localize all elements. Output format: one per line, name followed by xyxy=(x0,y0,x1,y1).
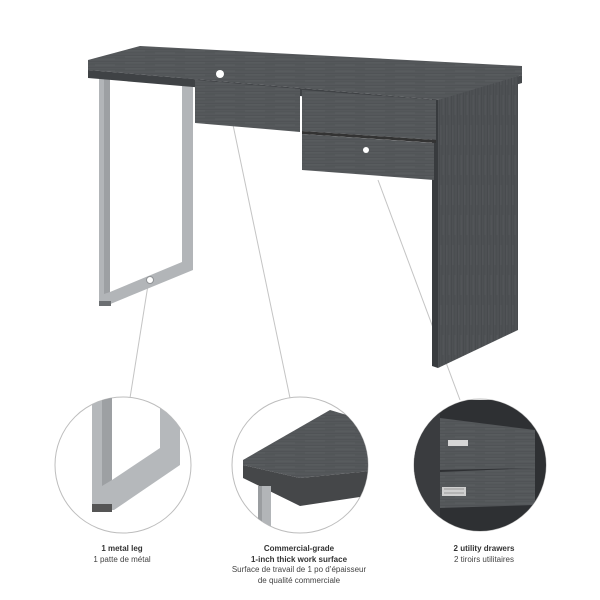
feature-title-drawers: 2 utility drawers xyxy=(453,544,515,553)
metal-leg xyxy=(99,75,193,306)
upper-drawer xyxy=(302,90,436,140)
feature-subtitle-leg: 1 patte de métal xyxy=(93,554,151,564)
leader-line-surface xyxy=(231,119,291,399)
leader-line-leg xyxy=(129,284,149,399)
drawer-knob xyxy=(363,147,369,153)
lower-drawer xyxy=(302,134,434,180)
feature-caption-leg: 1 metal leg 1 patte de métal xyxy=(37,544,207,565)
detail-circle-surface xyxy=(231,396,369,534)
feature-subtitle-surface-line2: de qualité commerciale xyxy=(257,575,341,585)
feature-subtitle-surface-line1: Surface de travail de 1 po d’épaisseur xyxy=(231,565,367,574)
feature-title-surface-line2: 1-inch thick work surface xyxy=(250,554,348,564)
feature-caption-drawers: 2 utility drawers 2 tiroirs utilitaires xyxy=(399,544,569,565)
feature-title-surface-line1: Commercial-grade xyxy=(263,544,335,553)
feature-title-leg: 1 metal leg xyxy=(101,544,143,553)
feature-subtitle-drawers: 2 tiroirs utilitaires xyxy=(453,554,514,564)
detail-circle-leg xyxy=(54,396,192,534)
feature-caption-surface: Commercial-grade 1-inch thick work surfa… xyxy=(214,544,384,586)
desk-top xyxy=(88,46,522,100)
detail-circle-drawers xyxy=(413,398,547,532)
side-panel xyxy=(438,76,518,368)
leg-screw-hole xyxy=(146,276,154,284)
desk-apron xyxy=(195,80,300,132)
grommet-hole xyxy=(216,70,224,78)
desk-illustration xyxy=(88,46,522,368)
